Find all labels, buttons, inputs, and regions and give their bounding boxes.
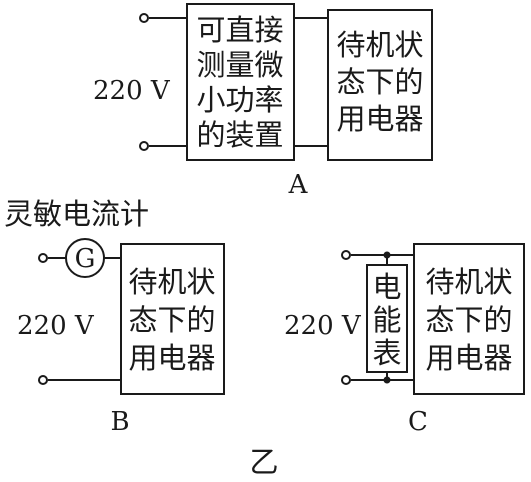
- circuit-c-terminal-top: [341, 250, 351, 260]
- circuit-a-device-line-3: 小功率: [196, 83, 283, 117]
- circuit-c-appliance-line-2: 态下的: [425, 303, 512, 337]
- circuit-b-appliance-line-2: 态下的: [128, 303, 215, 337]
- circuit-a-label: A: [288, 170, 309, 200]
- circuit-b-galvanometer-symbol: G: [75, 244, 96, 274]
- circuit-c: 电 能 表 待机状 态下的 用电器 220 V C: [284, 243, 525, 437]
- circuit-b-galvanometer-name: 灵敏电流计: [4, 197, 149, 231]
- circuit-a: 可直接 测量微 小功率 的装置 待机状 态下的 用电器 220 V A: [93, 3, 433, 200]
- circuit-c-label: C: [408, 407, 428, 437]
- circuit-c-meter-char-1: 电: [372, 270, 401, 304]
- circuit-a-terminal-bottom: [139, 141, 149, 151]
- circuit-a-appliance-line-1: 待机状: [336, 28, 423, 62]
- circuit-c-terminal-bottom: [341, 375, 351, 385]
- circuit-a-standby-appliance: [327, 9, 433, 161]
- circuit-a-device-line-4: 的装置: [196, 118, 283, 152]
- circuit-a-terminal-top: [139, 13, 149, 23]
- figure-caption: 乙: [249, 445, 278, 479]
- circuit-c-standby-appliance: [413, 243, 525, 395]
- circuit-b: 灵敏电流计 G 待机状 态下的 用电器 220 V B: [4, 197, 225, 437]
- circuit-b-standby-appliance: [120, 243, 225, 395]
- circuit-c-appliance-line-3: 用电器: [425, 341, 512, 375]
- circuit-b-appliance-line-1: 待机状: [128, 265, 215, 299]
- circuit-c-junction-top: [383, 251, 391, 259]
- circuit-c-voltage-label: 220 V: [284, 311, 362, 341]
- circuit-a-device-line-2: 测量微: [196, 48, 283, 82]
- circuit-a-voltage-label: 220 V: [93, 76, 171, 106]
- circuit-a-appliance-line-2: 态下的: [336, 65, 423, 99]
- circuit-c-appliance-line-1: 待机状: [425, 265, 512, 299]
- circuit-a-device-line-1: 可直接: [196, 13, 283, 47]
- circuit-a-appliance-line-3: 用电器: [336, 102, 423, 136]
- circuit-c-junction-bottom: [383, 376, 391, 384]
- circuit-b-appliance-line-3: 用电器: [128, 341, 215, 375]
- circuit-c-meter-char-3: 表: [372, 336, 401, 370]
- circuit-b-voltage-label: 220 V: [17, 311, 95, 341]
- circuit-c-meter-char-2: 能: [372, 303, 401, 337]
- circuit-b-label: B: [110, 407, 129, 437]
- circuit-b-terminal-top: [38, 253, 48, 263]
- circuit-c-energy-meter: [366, 264, 408, 373]
- circuit-b-terminal-bottom: [38, 375, 48, 385]
- circuit-a-power-measuring-device: [186, 3, 295, 161]
- circuit-b-galvanometer: [65, 238, 105, 278]
